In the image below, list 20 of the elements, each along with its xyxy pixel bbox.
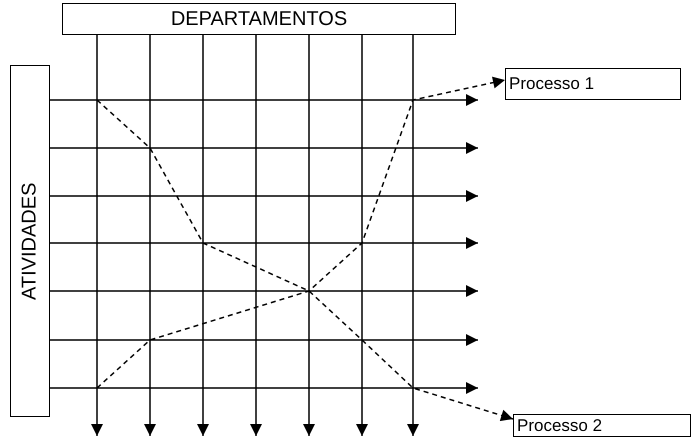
arrow: [50, 285, 478, 297]
arrow: [50, 334, 478, 346]
arrow: [50, 237, 478, 249]
arrow: [50, 94, 478, 106]
arrow: [356, 35, 368, 436]
arrow: [407, 35, 419, 436]
process-box: Processo 2: [513, 414, 691, 437]
arrow: [303, 35, 315, 436]
dashed-arrow: [96, 99, 514, 422]
dashed-arrow: [96, 76, 506, 389]
process-box: Processo 1: [505, 68, 681, 100]
arrow: [144, 35, 156, 436]
arrow: [197, 35, 209, 436]
arrow: [50, 382, 478, 394]
arrow: [50, 142, 478, 154]
header-box: DEPARTAMENTOS: [62, 3, 456, 35]
header-box: ATIVIDADES: [10, 65, 50, 417]
arrow: [50, 190, 478, 202]
arrow: [250, 35, 262, 436]
arrow: [91, 35, 103, 436]
